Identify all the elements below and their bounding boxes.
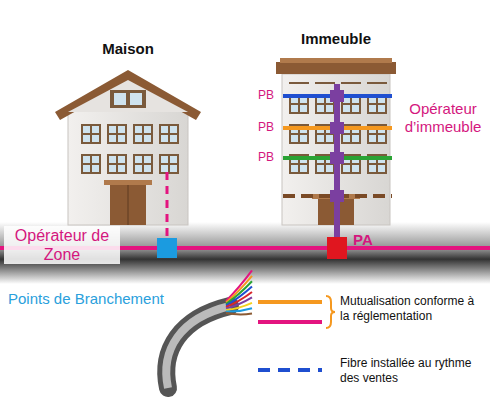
operator-label: Opérateur de Zone bbox=[4, 226, 120, 264]
legend-text: Fibre installée au rythme des ventes bbox=[340, 356, 480, 386]
legend-bracket bbox=[326, 296, 335, 328]
ground bbox=[0, 222, 490, 284]
house bbox=[55, 70, 201, 225]
building-heading: Immeuble bbox=[276, 30, 396, 47]
building-heading: Maison bbox=[55, 40, 201, 57]
building bbox=[276, 58, 396, 225]
building-node: Immeuble bbox=[276, 30, 396, 225]
legend-line bbox=[258, 320, 322, 324]
fibre-strand bbox=[226, 308, 252, 311]
house-node: Maison bbox=[55, 40, 201, 225]
legend-line bbox=[258, 300, 322, 304]
pb-box bbox=[330, 190, 344, 202]
house-drop bbox=[166, 172, 169, 238]
fibre-bundle bbox=[166, 270, 252, 388]
pb-label: PB bbox=[258, 88, 284, 102]
operator-label: Opérateur d’immeuble bbox=[398, 100, 488, 136]
legend-text: Mutualisation conforme à la réglementati… bbox=[340, 294, 480, 324]
legend-line bbox=[258, 368, 322, 372]
pb-box bbox=[330, 122, 344, 134]
pa-box: PA bbox=[327, 237, 347, 259]
fibre-strand bbox=[226, 287, 252, 306]
pb-label: PB bbox=[258, 120, 284, 134]
legend-title: Points de Branchement bbox=[8, 290, 228, 308]
riser-connector bbox=[334, 225, 340, 237]
branch-point-box bbox=[157, 238, 177, 258]
pa-label: PA bbox=[353, 231, 373, 248]
pb-box bbox=[330, 90, 344, 102]
fibre-strand bbox=[226, 313, 252, 315]
pb-label: PB bbox=[258, 150, 284, 164]
pb-box bbox=[330, 152, 344, 164]
